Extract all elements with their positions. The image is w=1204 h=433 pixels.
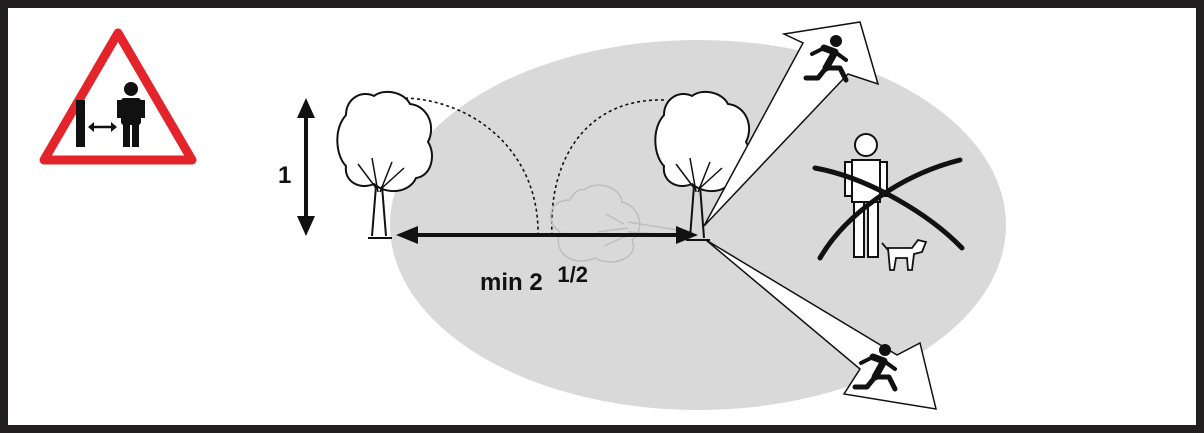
- distance-arrow: [396, 226, 698, 244]
- dog-icon: [881, 238, 928, 271]
- tree-height-arrow: [297, 98, 315, 236]
- distance-label-main: min 2: [480, 269, 543, 296]
- keep-distance-warning-sign-icon: [39, 28, 197, 165]
- fall-arc-left: [392, 97, 539, 237]
- distance-label-fraction: 1/2: [557, 262, 588, 287]
- danger-zone-area: [390, 40, 1006, 410]
- distance-label: min 2 1/2: [480, 262, 588, 296]
- height-label: 1: [278, 162, 291, 189]
- running-person-icon: [852, 344, 898, 392]
- cross-out-icon: [812, 157, 965, 261]
- running-person-icon: [803, 35, 849, 83]
- tree-icon: [336, 90, 433, 239]
- escape-route-arrow-upper: [703, 21, 880, 227]
- fall-arc-right: [550, 99, 665, 237]
